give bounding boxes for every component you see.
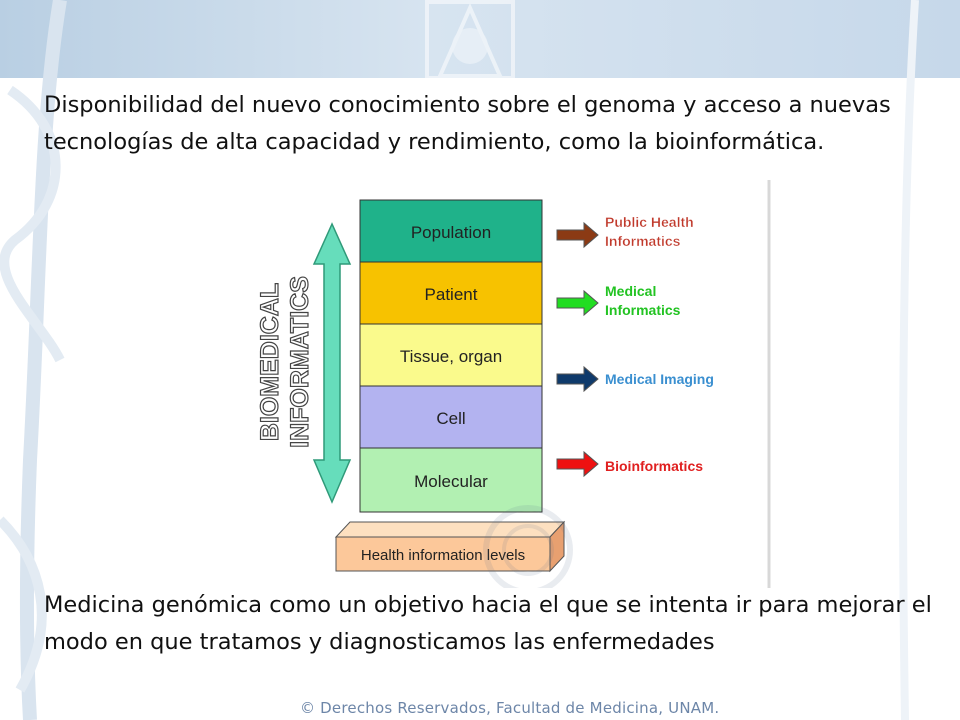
field-public-health: Public Health Informatics bbox=[556, 214, 694, 249]
level-cell-label: Cell bbox=[436, 409, 465, 428]
health-information-levels-base: Health information levels bbox=[334, 520, 566, 573]
field-medical-imaging: Medical Imaging bbox=[556, 365, 714, 393]
header-band bbox=[0, 0, 960, 78]
level-population-label: Population bbox=[411, 223, 491, 242]
header-logo bbox=[425, 0, 515, 80]
double-arrow-icon bbox=[312, 222, 352, 504]
level-molecular: Molecular bbox=[359, 447, 543, 513]
copyright-footer: © Derechos Reservados, Facultad de Medic… bbox=[300, 699, 720, 717]
biomedical-label: BIOMEDICAL bbox=[256, 283, 284, 441]
medical-imaging-label: Medical Imaging bbox=[605, 371, 714, 387]
public-health-label-line1: Public Health bbox=[605, 214, 694, 230]
arrow-right-icon bbox=[556, 365, 599, 393]
level-tissue-label: Tissue, organ bbox=[400, 347, 502, 366]
level-patient-label: Patient bbox=[425, 285, 478, 304]
caduceus-serpent-left bbox=[0, 85, 65, 363]
conclusion-paragraph: Medicina genómica como un objetivo hacia… bbox=[44, 592, 932, 655]
level-patient: Patient bbox=[359, 261, 543, 325]
caduceus-serpent-lower bbox=[0, 516, 47, 693]
level-cell: Cell bbox=[359, 385, 543, 449]
health-levels-stack: Population Patient Tissue, organ Cell Mo… bbox=[359, 199, 543, 513]
field-bioinformatics: Bioinformatics bbox=[556, 450, 703, 478]
arrow-right-icon bbox=[556, 289, 599, 317]
level-molecular-label: Molecular bbox=[414, 472, 488, 491]
public-health-label-line2: Informatics bbox=[605, 233, 681, 249]
level-tissue-organ: Tissue, organ bbox=[359, 323, 543, 387]
intro-paragraph: Disponibilidad del nuevo conocimiento so… bbox=[44, 92, 891, 155]
medical-informatics-label-line2: Informatics bbox=[605, 302, 681, 318]
medical-informatics-label-line1: Medical bbox=[605, 283, 656, 299]
field-medical-informatics: Medical Informatics bbox=[556, 283, 681, 318]
caduceus-staff-right bbox=[899, 0, 919, 720]
caduceus-staff-left bbox=[20, 0, 67, 720]
bioinformatics-label: Bioinformatics bbox=[605, 458, 703, 474]
base-label: Health information levels bbox=[361, 547, 525, 564]
unam-seal-watermark bbox=[483, 505, 573, 588]
arrow-right-icon bbox=[556, 221, 599, 249]
level-population: Population bbox=[359, 199, 543, 263]
biomedical-informatics-diagram: BIOMEDICAL INFORMATICS Population Patien… bbox=[232, 180, 777, 588]
informatics-label: INFORMATICS bbox=[286, 276, 314, 448]
arrow-right-icon bbox=[556, 450, 599, 478]
